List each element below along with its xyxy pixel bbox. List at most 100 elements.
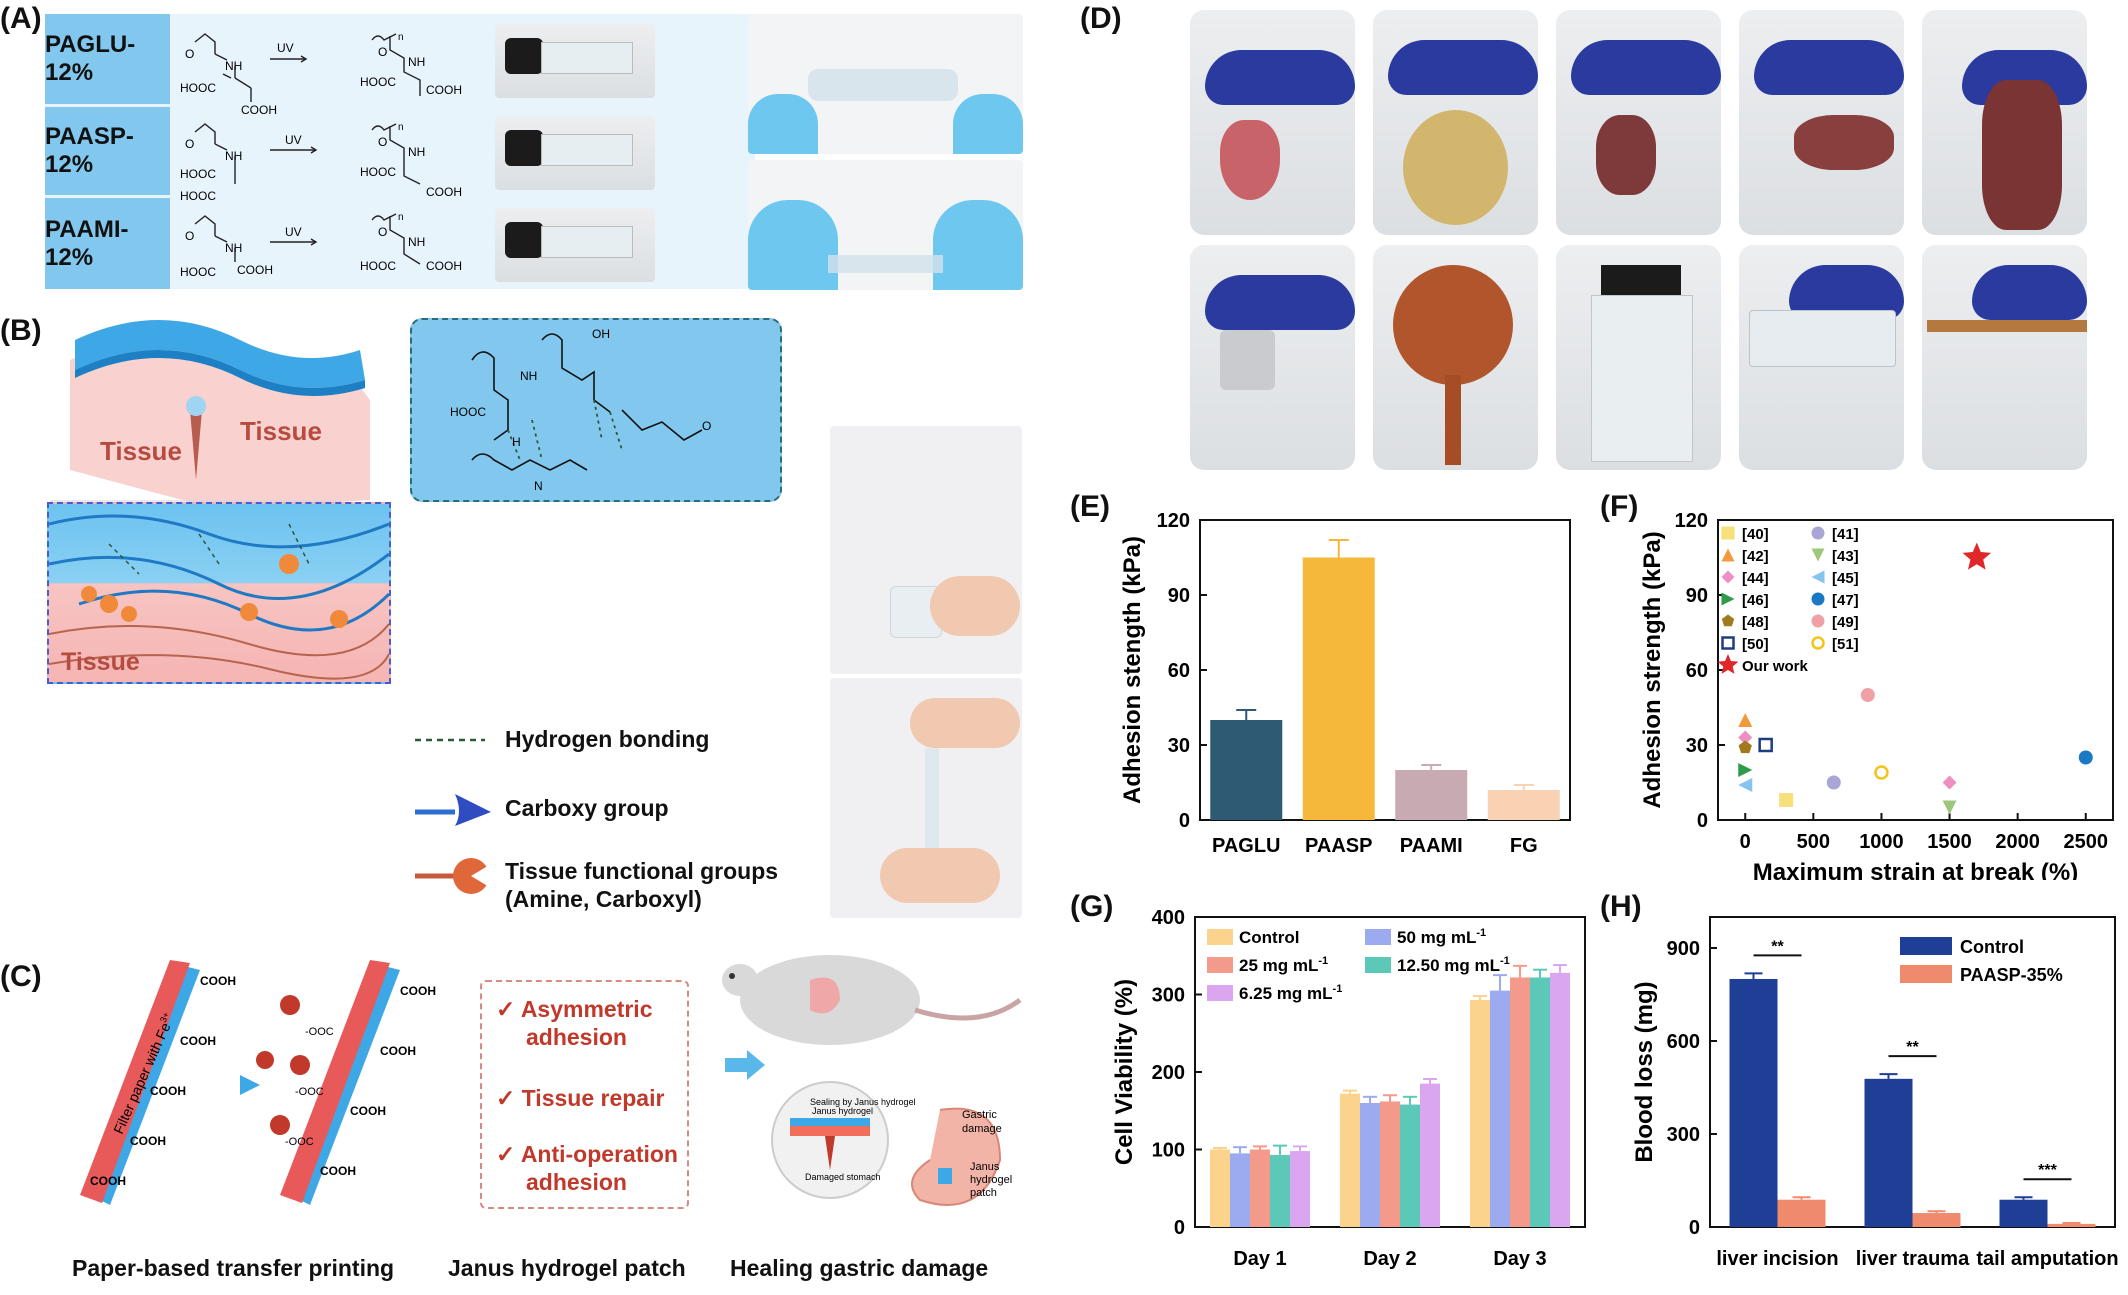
legend-label: [43]: [1832, 548, 1859, 565]
legend-marker: [1811, 570, 1825, 584]
inset-sealing: Sealing by Janus hydrogel: [810, 1097, 916, 1107]
carboxy-group-icon: [415, 794, 491, 826]
legend-tissue-groups-sub: (Amine, Carboxyl): [505, 886, 702, 912]
bar: [1510, 977, 1530, 1227]
bar: [1729, 979, 1778, 1227]
cooh-label: COOH: [320, 1164, 356, 1178]
feature-asymmetric-adhesion: ✓ Asymmetric adhesion: [496, 996, 653, 1050]
panel-label-c: (C): [0, 960, 42, 993]
legend-label: PAASP-35%: [1960, 965, 2063, 985]
x-tick-label: 2000: [1995, 831, 2040, 853]
chem-o: O: [702, 419, 711, 433]
legend-marker: [1721, 592, 1735, 606]
ooc-label: -OOC: [285, 1136, 314, 1148]
feature-anti-operation-adhesion: ✓ Anti-operation adhesion: [496, 1141, 678, 1195]
bar: [1270, 1154, 1290, 1227]
chem-o: O: [378, 135, 387, 149]
bar: [1530, 977, 1550, 1227]
bar: [1490, 990, 1510, 1227]
legend-label: [50]: [1742, 636, 1769, 653]
row-label-paglu: PAGLU-12%: [45, 14, 170, 104]
data-point: [1826, 775, 1841, 790]
data-point: [1860, 688, 1875, 702]
y-axis-label: Adhesion strength (kPa): [1640, 531, 1666, 808]
photo-heart: [1190, 10, 1355, 235]
chem-hooc: HOOC: [180, 189, 216, 203]
data-point: [1942, 800, 1957, 815]
x-tick-label: 0: [1740, 831, 1751, 853]
chem-o: O: [185, 229, 194, 243]
cooh-label: COOH: [200, 974, 236, 988]
legend-label: [45]: [1832, 570, 1859, 587]
chem-h: H: [512, 435, 521, 449]
panel-label-h: (H): [1600, 890, 1642, 923]
x-tick-label: liver trauma: [1856, 1248, 1970, 1270]
gastric-label: Gastric: [962, 1109, 997, 1121]
bar: [1999, 1199, 2048, 1227]
arrow-icon: [725, 1050, 765, 1080]
legend-label: 50 mg mL-1: [1397, 927, 1486, 947]
legend-label: 6.25 mg mL-1: [1239, 983, 1342, 1003]
legend-swatch: [1900, 937, 1952, 955]
check-icon: ✓: [496, 1085, 522, 1111]
legend-marker: [1717, 654, 1739, 674]
y-axis-label: Blood loss (mg): [1631, 981, 1658, 1162]
mouse-stomach-illustration: Sealing by Janus hydrogel Janus hydrogel…: [722, 955, 1022, 1206]
tissue-label-left: Tissue: [100, 436, 182, 466]
finger-photo-bottom: [830, 678, 1022, 918]
vial-photo-paglu: [495, 24, 655, 98]
chem-nh: NH: [225, 149, 242, 163]
cooh-label: COOH: [180, 1034, 216, 1048]
bar: [1360, 1103, 1380, 1227]
y-tick-label: 120: [1157, 510, 1190, 532]
x-tick-label: 1000: [1859, 831, 1904, 853]
data-point: [1962, 542, 1992, 570]
y-tick-label: 120: [1675, 510, 1708, 532]
x-axis-label: Maximum strain at break (%): [1753, 859, 2078, 880]
data-point: [1942, 775, 1957, 790]
vial-photo-paasp: [495, 116, 655, 190]
cooh-label: COOH: [380, 1044, 416, 1058]
chem-cooh: COOH: [426, 185, 462, 199]
chem-hooc: HOOC: [180, 167, 216, 181]
legend-marker: [1721, 614, 1735, 627]
patch-label-2: hydrogel: [970, 1174, 1012, 1186]
y-tick-label: 200: [1152, 1062, 1185, 1084]
y-tick-label: 60: [1686, 660, 1708, 682]
y-tick-label: 90: [1168, 585, 1190, 607]
photo-kidney: [1556, 10, 1721, 235]
chem-cooh: COOH: [237, 263, 273, 277]
check-icon: ✓: [496, 1141, 521, 1167]
y-tick-label: 0: [1179, 810, 1190, 832]
legend-label: [41]: [1832, 526, 1859, 543]
features-box: [480, 980, 689, 1209]
photo-wood-stick: [1922, 245, 2087, 470]
legend-swatch: [1207, 929, 1233, 945]
patch-label-1: Janus: [970, 1161, 1000, 1173]
data-point: [1874, 765, 1889, 780]
bar: [1290, 1151, 1310, 1227]
cooh-label: COOH: [400, 984, 436, 998]
legend-label: [42]: [1742, 548, 1769, 565]
y-tick-label: 90: [1686, 585, 1708, 607]
chem-o: O: [185, 137, 194, 151]
panel-label-b: (B): [0, 314, 42, 347]
bar: [1470, 999, 1490, 1227]
chem-nh: NH: [225, 59, 242, 73]
panel-label-e: (E): [1070, 490, 1110, 523]
legend-label: Control: [1960, 937, 2024, 957]
tissue-label-zoom: Tissue: [61, 648, 140, 676]
bar: [1340, 1093, 1360, 1227]
chem-cooh: COOH: [426, 83, 462, 97]
chem-o: O: [185, 47, 194, 61]
legend-label: [51]: [1832, 636, 1859, 653]
cooh-label: COOH: [90, 1174, 126, 1188]
transfer-printing-illustration: Filter paper with Fe3+ COOH COOH COOH CO…: [80, 960, 436, 1205]
chem-cooh: COOH: [241, 103, 277, 117]
x-tick-label: Day 1: [1233, 1248, 1286, 1270]
x-tick-label: tail amputation: [1976, 1248, 2118, 1270]
monomer-reactions: O NH HOOC COOH UV O NH HOOC HOOC UV O NH…: [180, 33, 318, 279]
chem-nh: NH: [408, 235, 425, 249]
check-icon: ✓: [496, 996, 521, 1022]
